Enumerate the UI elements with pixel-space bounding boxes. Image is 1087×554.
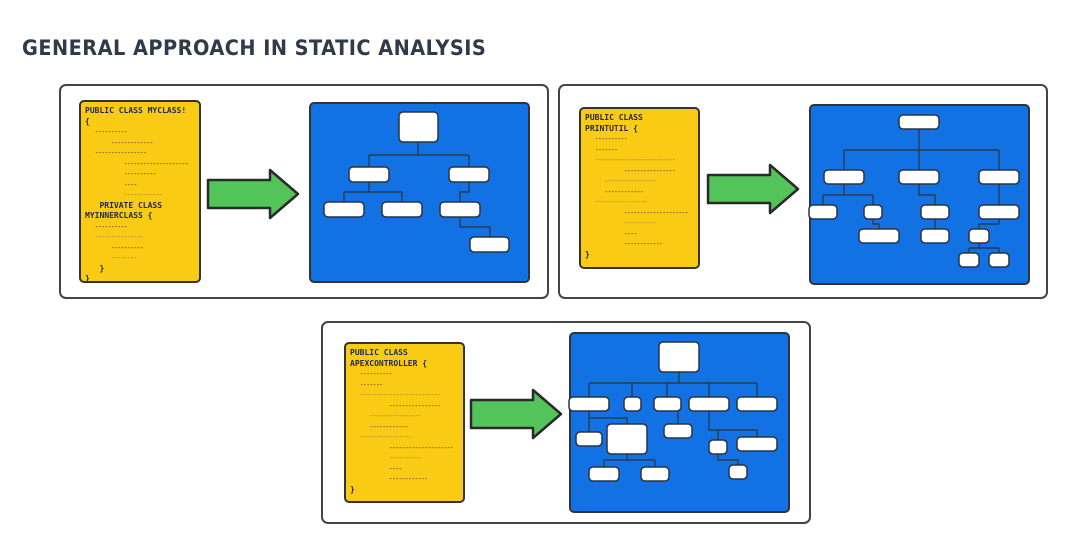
tree-node [448,166,490,183]
tree-node [858,228,900,244]
code-placeholder-line: ------------- [85,138,154,147]
tree-node [708,439,728,455]
code-placeholder-line: --------------- [85,233,144,241]
code-placeholder-line: ------------ [85,191,164,199]
tree-node [439,201,481,218]
tree-node [348,166,390,183]
code-placeholder-line: -------------------- [350,443,454,452]
code-card-1: PUBLIC CLASS MYCLASS!{ ---------- ------… [79,100,201,283]
tree-node [898,114,940,130]
code-placeholder-line: ------- [350,380,384,389]
tree-node [808,204,838,220]
code-placeholder-line: -------- [85,254,138,262]
code-placeholder-line: ---------------- [585,198,647,206]
code-placeholder-line: ------- [585,145,619,154]
tree-edge [368,142,470,167]
code-placeholder-line: ------------ [585,187,644,196]
code-placeholder-line: ------------ [350,422,409,431]
arrow-right-icon [706,163,800,215]
code-placeholder-line: ---------------- [350,412,421,420]
tree-node [575,431,603,447]
tree-edge [677,411,758,465]
code-placeholder-line: ---------- [85,243,144,252]
code-placeholder-line: ---------- [585,219,657,227]
code-placeholder-line: ---------------- [585,166,676,175]
code-line: } [350,484,355,494]
code-line: } [85,274,90,283]
code-placeholder-line: ---- [350,464,403,473]
tree-node [823,169,865,185]
code-line: PUBLIC CLASS MYCLASS! [85,106,187,115]
code-line: PUBLIC CLASS [350,348,408,357]
tree-node [640,466,670,482]
code-placeholder-line: ---------- [85,222,128,231]
arrow-right-icon [469,388,563,440]
code-placeholder-line: ---------- [585,135,628,143]
tree-edge [588,411,656,467]
code-placeholder-line: -------------------- [585,208,689,217]
code-line: PRIVATE CLASS [85,200,163,210]
tree-node [658,341,700,373]
tree-edge [343,182,403,202]
code-placeholder-line: -------------------- [85,159,189,168]
tree-node [653,396,682,412]
tree-node [736,396,778,412]
code-placeholder-line: ------------ [585,240,664,248]
code-placeholder-line: ---------- [350,370,393,378]
tree-node [728,464,748,480]
code-placeholder-line: ---------------- [85,149,147,157]
tree-node [920,204,950,220]
tree-node [988,252,1010,268]
tree-node [588,466,620,482]
tree-node [323,201,365,218]
code-placeholder-line: ---------------- [350,433,412,441]
tree-node [958,252,980,268]
tree-node [978,169,1020,185]
code-placeholder-line: ------------------------- [350,391,441,399]
code-placeholder-line: ---------------- [585,177,656,185]
code-placeholder-line: ---------------- [350,401,441,410]
code-placeholder-line: ---- [85,180,138,189]
code-placeholder-line: ---------- [350,454,422,462]
tree-edge [918,184,936,229]
arrow-right-icon [206,168,300,220]
code-placeholder-line: ------------ [350,475,429,483]
tree-node [736,436,778,452]
tree-node [920,228,950,244]
code-line: { [85,116,90,126]
code-placeholder-line: ---- [585,229,638,238]
code-line: } [585,249,590,259]
tree-node [381,201,423,218]
tree-node [398,111,439,143]
tree-node [663,423,693,439]
tree-edge [822,184,880,229]
code-line: PUBLIC CLASS [585,113,643,122]
code-placeholder-line: ------------------------- [585,156,676,164]
code-line: PRINTUTIL { [585,123,638,133]
tree-node [568,396,610,412]
tree-node [978,204,1020,220]
tree-edge [588,372,758,397]
tree-node [606,423,648,455]
tree-node [863,204,883,220]
code-line: } [85,263,105,273]
tree-edge [843,129,1000,170]
tree-edge [459,182,491,237]
tree-node [688,396,730,412]
tree-node [968,228,990,244]
code-placeholder-line: ---------- [85,128,128,136]
code-line: APEXCONTROLLER { [350,358,428,368]
tree-node [898,169,940,185]
code-placeholder-line: ---------- [85,170,157,178]
tree-node [469,236,510,253]
tree-edge [968,184,1000,253]
page-title: GENERAL APPROACH IN STATIC ANALYSIS [22,36,487,60]
tree-node [623,396,642,412]
code-line: MYINNERCLASS { [85,211,153,220]
